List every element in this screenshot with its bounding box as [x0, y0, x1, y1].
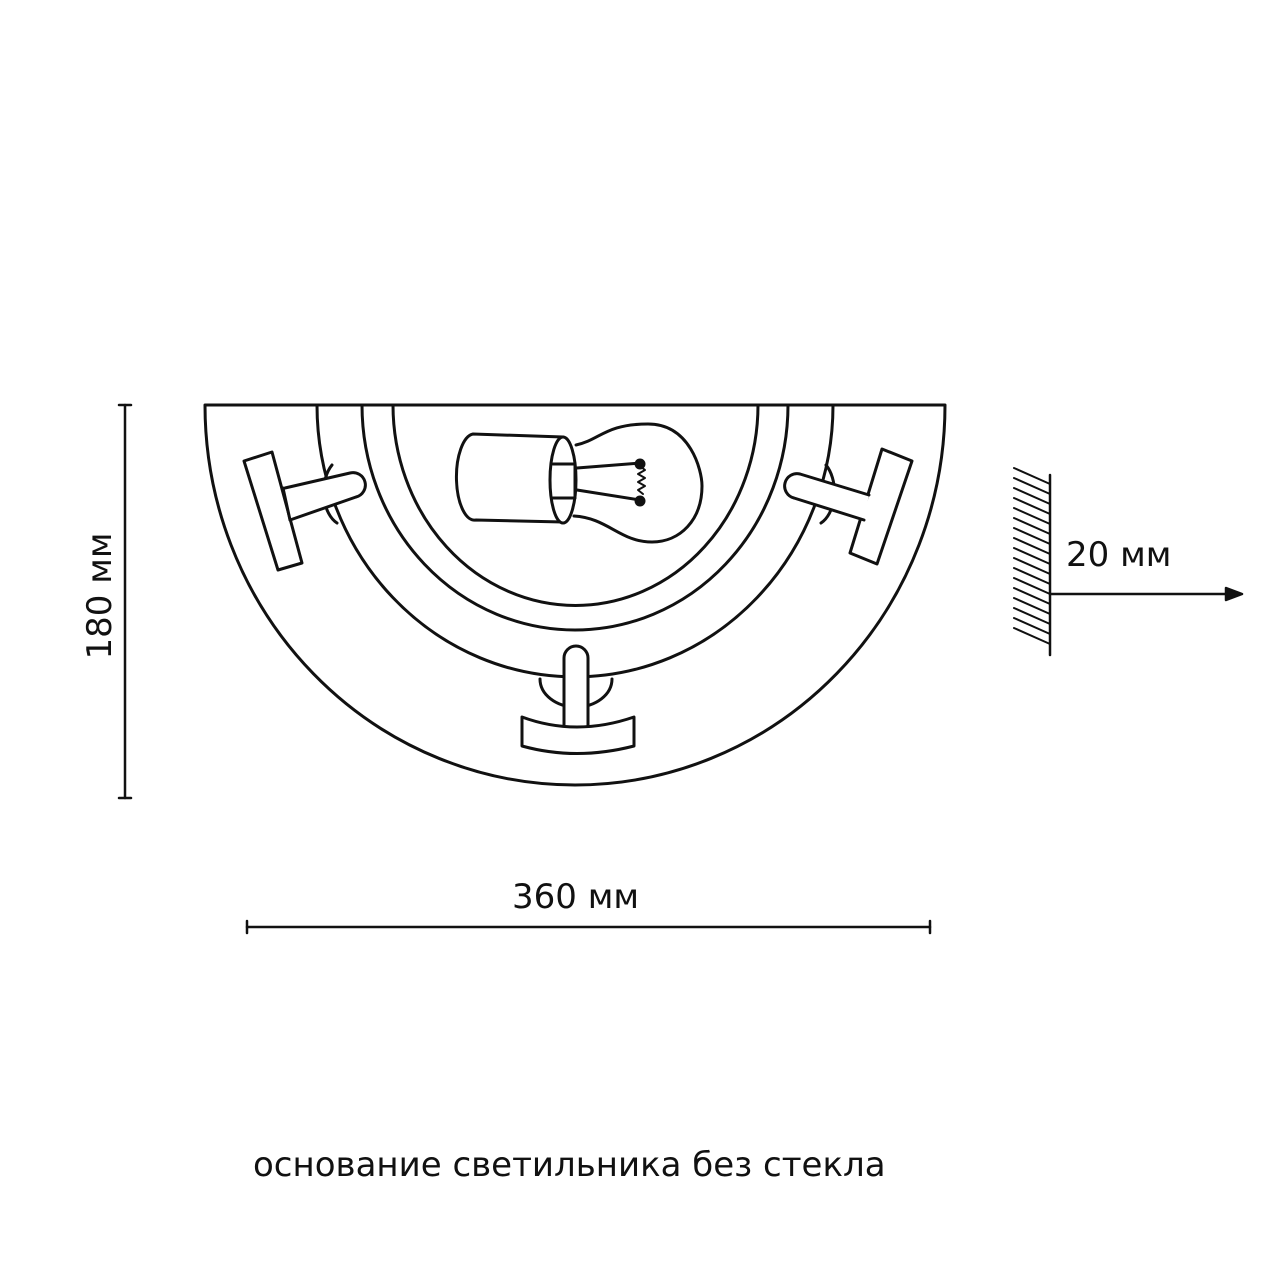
depth-dimension-label: 20 мм: [1066, 535, 1172, 575]
width-dimension-label: 360 мм: [512, 877, 640, 917]
outer-plate: [203, 403, 947, 787]
bottom-glass-clip: [520, 644, 636, 755]
depth-arrow-icon: [1048, 586, 1244, 602]
caption: основание светильника без стекла: [253, 1145, 886, 1185]
wall-hatch-icon: [1013, 467, 1052, 657]
lamp-socket: [454, 432, 578, 525]
bulb: [572, 422, 704, 544]
inner-ring: [391, 403, 760, 608]
height-dimension-line: [117, 403, 133, 800]
right-glass-clip: [783, 447, 914, 566]
height-dimension-label: 180 мм: [80, 532, 120, 660]
width-dimension-line: [245, 919, 932, 935]
middle-ring: [360, 403, 790, 632]
left-glass-clip: [242, 450, 367, 572]
